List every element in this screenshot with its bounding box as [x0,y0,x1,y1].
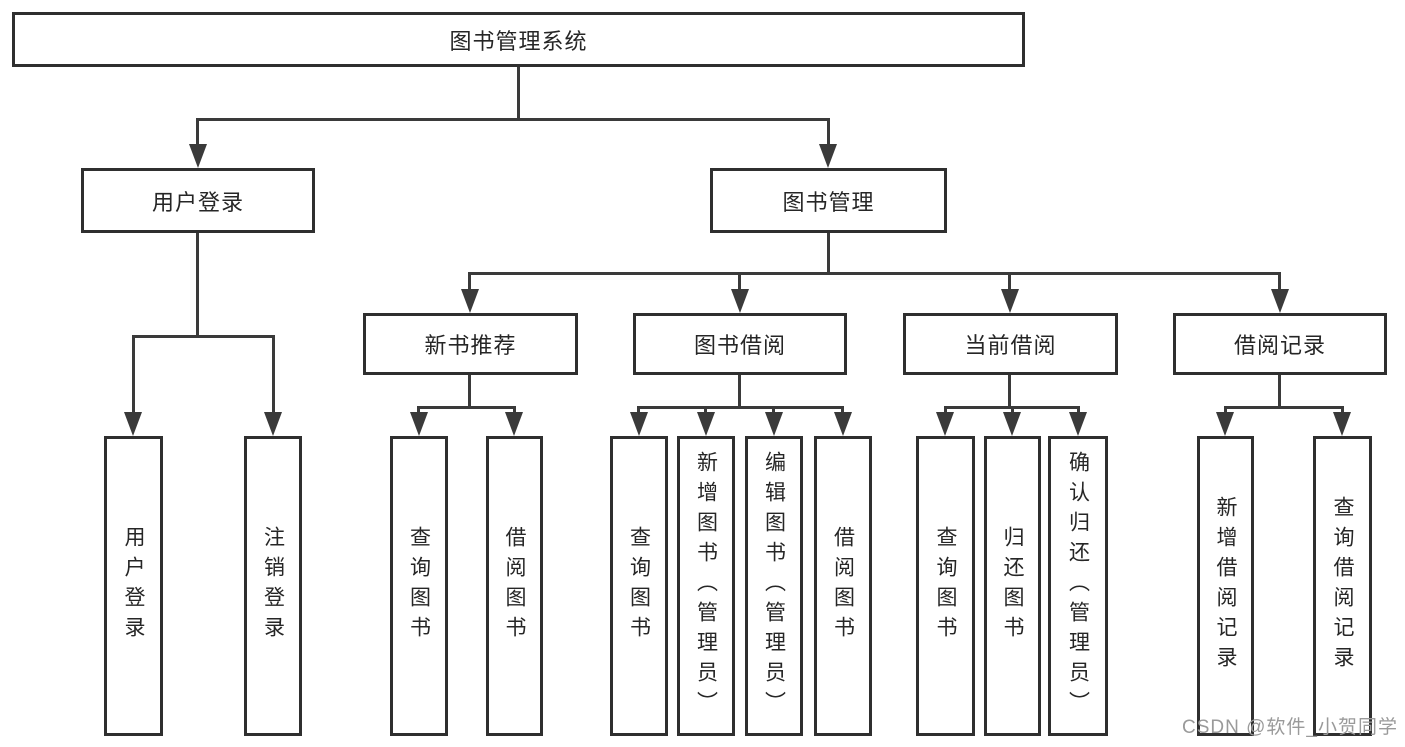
connector-new-book-bar [417,406,516,409]
arrowhead [1003,412,1021,436]
leaf-edit-books-admin-label: 编辑图书（管理员） [762,451,786,721]
leaf-query-borrow-record: 查询借阅记录 [1313,436,1372,736]
connector-book-borrow-stem [738,375,741,406]
connector-drop [417,406,420,416]
arrowhead [505,412,523,436]
leaf-edit-books-admin: 编辑图书（管理员） [745,436,803,736]
node-book-borrow-label: 图书借阅 [693,333,786,358]
arrowhead [819,144,837,168]
node-user-login-label: 用户登录 [151,189,244,215]
connector-drop [1278,272,1281,291]
leaf-query-books-3: 查询图书 [916,436,975,736]
node-new-book-recommend: 新书推荐 [363,313,578,375]
connector-drop [1011,406,1014,416]
leaf-query-books-2-label: 查询图书 [627,526,651,646]
arrowhead [410,412,428,436]
arrowhead [731,289,749,313]
node-current-borrow-label: 当前借阅 [964,333,1057,358]
connector-drop [132,335,135,414]
connector-new-book-stem [468,375,471,406]
leaf-query-books-1-label: 查询图书 [407,526,431,646]
connector-book-borrow-bar [637,406,844,409]
connector-user-login-bar [132,335,275,338]
leaf-query-books-2: 查询图书 [610,436,668,736]
leaf-user-login-label: 用户登录 [122,526,145,646]
leaf-logout: 注销登录 [244,436,302,736]
connector-drop [841,406,844,416]
node-book-borrow: 图书借阅 [633,313,847,375]
connector-drop [704,406,707,416]
leaf-confirm-return-admin-label: 确认归还（管理员） [1066,451,1090,721]
connector-drop [1224,406,1227,416]
connector-user-login-stem [196,233,199,335]
arrowhead [264,412,282,436]
leaf-query-borrow-record-label: 查询借阅记录 [1331,496,1354,676]
leaf-user-login: 用户登录 [104,436,163,736]
arrowhead [936,412,954,436]
connector-drop [1341,406,1344,416]
node-user-login: 用户登录 [81,168,315,233]
connector-book-management-bar [468,272,1281,275]
connector-drop [196,118,199,146]
node-root-label: 图书管理系统 [449,28,588,54]
node-current-borrow: 当前借阅 [903,313,1118,375]
connector-drop [513,406,516,416]
leaf-add-borrow-record-label: 新增借阅记录 [1214,496,1237,676]
node-book-management-label: 图书管理 [782,189,875,215]
leaf-confirm-return-admin: 确认归还（管理员） [1048,436,1108,736]
leaf-borrow-books-1: 借阅图书 [486,436,543,736]
connector-drop [944,406,947,416]
node-root: 图书管理系统 [12,12,1025,67]
arrowhead [1333,412,1351,436]
leaf-logout-label: 注销登录 [261,526,285,646]
arrowhead [1001,289,1019,313]
leaf-add-books-admin: 新增图书（管理员） [677,436,735,736]
connector-borrow-records-stem [1278,375,1281,406]
arrowhead [189,144,207,168]
arrowhead [1216,412,1234,436]
connector-borrow-records-bar [1224,406,1344,409]
connector-drop [1077,406,1080,416]
connector-drop [1008,272,1011,291]
leaf-query-books-1: 查询图书 [390,436,448,736]
leaf-query-books-3-label: 查询图书 [934,526,957,646]
node-book-management: 图书管理 [710,168,947,233]
connector-drop [738,272,741,291]
arrowhead [1069,412,1087,436]
arrowhead [1271,289,1289,313]
leaf-add-books-admin-label: 新增图书（管理员） [694,451,718,721]
leaf-borrow-books-1-label: 借阅图书 [503,526,526,646]
connector-book-management-stem [827,233,830,272]
leaf-borrow-books-2: 借阅图书 [814,436,872,736]
arrowhead [461,289,479,313]
node-borrow-records-label: 借阅记录 [1233,333,1326,358]
leaf-add-borrow-record: 新增借阅记录 [1197,436,1254,736]
leaf-return-books-label: 归还图书 [1001,526,1024,646]
connector-root-stem [517,67,520,118]
leaf-return-books: 归还图书 [984,436,1041,736]
connector-drop [272,335,275,414]
node-new-book-recommend-label: 新书推荐 [424,333,517,358]
connector-drop [637,406,640,416]
arrowhead [697,412,715,436]
arrowhead [124,412,142,436]
connector-drop [772,406,775,416]
connector-drop [827,118,830,146]
node-borrow-records: 借阅记录 [1173,313,1387,375]
connector-root-bar [196,118,830,121]
leaf-borrow-books-2-label: 借阅图书 [831,526,855,646]
connector-current-borrow-stem [1008,375,1011,406]
arrowhead [834,412,852,436]
arrowhead [630,412,648,436]
csdn-watermark: CSDN @软件_小贺同学 [1182,717,1398,738]
arrowhead [765,412,783,436]
connector-drop [468,272,471,291]
